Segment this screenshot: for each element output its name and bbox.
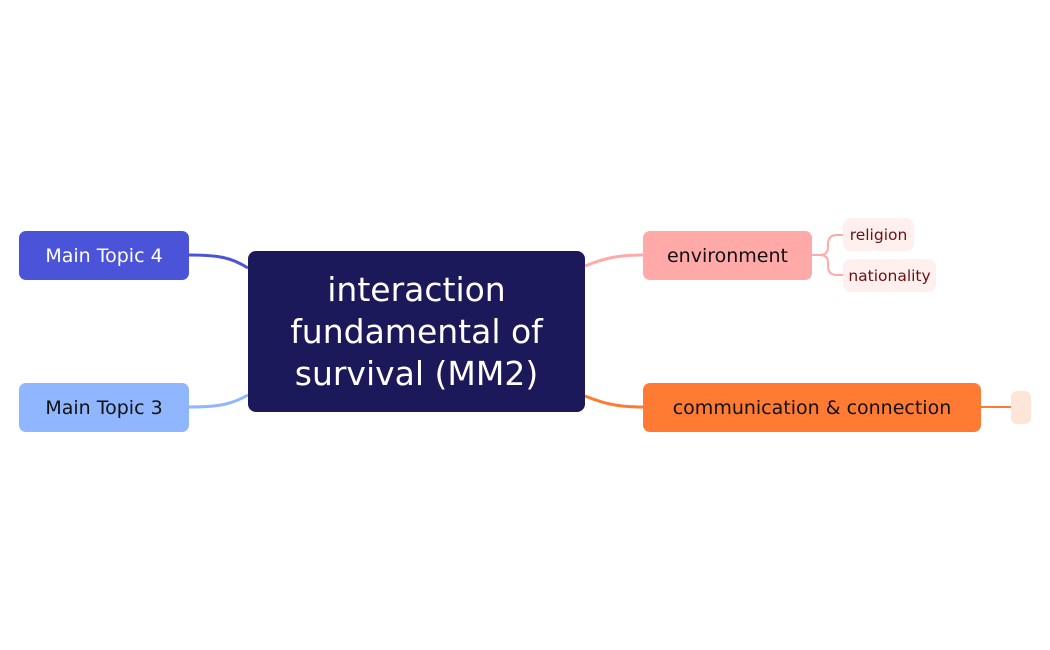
subtopic-nationality-label: nationality — [848, 266, 931, 285]
topic-communication-connection[interactable]: communication & connection — [643, 383, 981, 432]
connector-main-topic-3 — [188, 393, 249, 409]
topic-communication-label: communication & connection — [672, 396, 952, 419]
main-topic-4-label: Main Topic 4 — [45, 244, 163, 267]
topic-environment-label: environment — [666, 244, 788, 267]
subtopic-religion-label: religion — [849, 225, 908, 244]
topic-environment[interactable]: environment — [643, 231, 812, 280]
connector-main-topic-4 — [188, 253, 249, 270]
connector-nationality — [812, 254, 843, 276]
connector-environment — [584, 253, 644, 268]
central-topic[interactable]: interaction fundamental of survival (MM2… — [248, 251, 585, 412]
connector-religion — [812, 234, 843, 256]
main-topic-3-label: Main Topic 3 — [45, 396, 163, 419]
subtopic-religion[interactable]: religion — [843, 218, 914, 251]
main-topic-3[interactable]: Main Topic 3 — [19, 383, 189, 432]
subtopic-nationality[interactable]: nationality — [843, 259, 936, 292]
subtopic-empty[interactable] — [1011, 391, 1031, 424]
main-topic-4[interactable]: Main Topic 4 — [19, 231, 189, 280]
connector-communication — [584, 394, 644, 409]
central-topic-label: interaction fundamental of survival (MM2… — [290, 269, 543, 393]
